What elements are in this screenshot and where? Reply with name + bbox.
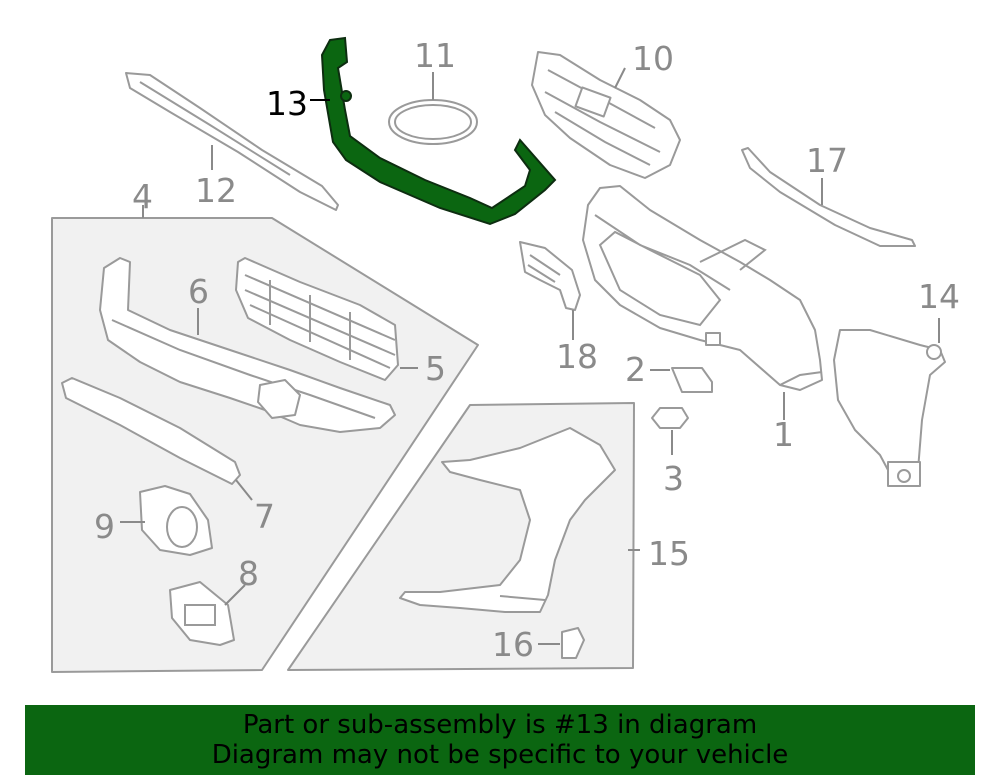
part-10-upper-grille	[531, 51, 681, 179]
part-15-side-trim	[399, 427, 616, 613]
callout-3: 3	[663, 459, 684, 498]
part-16-clip	[561, 627, 585, 659]
callout-16: 16	[492, 625, 534, 664]
part-8-cover-plate	[169, 581, 235, 646]
banner-line-1: Part or sub-assembly is #13 in diagram	[242, 710, 758, 740]
part-7-strip	[61, 377, 241, 485]
callout-12: 12	[195, 171, 237, 210]
banner-line-2: Diagram may not be specific to your vehi…	[211, 740, 789, 770]
callout-18: 18	[556, 337, 598, 376]
callout-17: 17	[806, 141, 848, 180]
parts-diagram: 4 12 13 11 10 17 14 18 2 3 1 6 5 7 9 8 1…	[51, 36, 960, 673]
part-18-bracket	[519, 241, 581, 311]
callout-14: 14	[918, 277, 960, 316]
callout-11: 11	[414, 36, 456, 75]
callout-1: 1	[773, 415, 794, 454]
callout-10: 10	[632, 39, 674, 78]
part-2-cap	[671, 367, 713, 393]
callout-13: 13	[266, 84, 308, 123]
part-17-molding	[741, 147, 916, 247]
part-13-retainer-highlighted	[320, 36, 557, 226]
part-3-cover	[651, 407, 689, 429]
callout-4: 4	[132, 177, 153, 216]
part-1-bumper-cover	[582, 185, 823, 391]
part-11-emblem-ring	[388, 99, 478, 145]
callout-8: 8	[238, 554, 259, 593]
part-14-duct	[833, 329, 946, 471]
callout-7: 7	[254, 497, 275, 536]
part-12-trim-strip	[125, 72, 339, 211]
part-13-clip	[340, 90, 352, 102]
callout-15: 15	[648, 534, 690, 573]
callout-arrows	[120, 67, 940, 645]
callout-2: 2	[625, 350, 646, 389]
part-6-lower-section	[99, 257, 396, 433]
callout-5: 5	[425, 349, 446, 388]
info-banner: Part or sub-assembly is #13 in diagram D…	[25, 705, 975, 775]
callout-6: 6	[188, 272, 209, 311]
callout-9: 9	[94, 507, 115, 546]
